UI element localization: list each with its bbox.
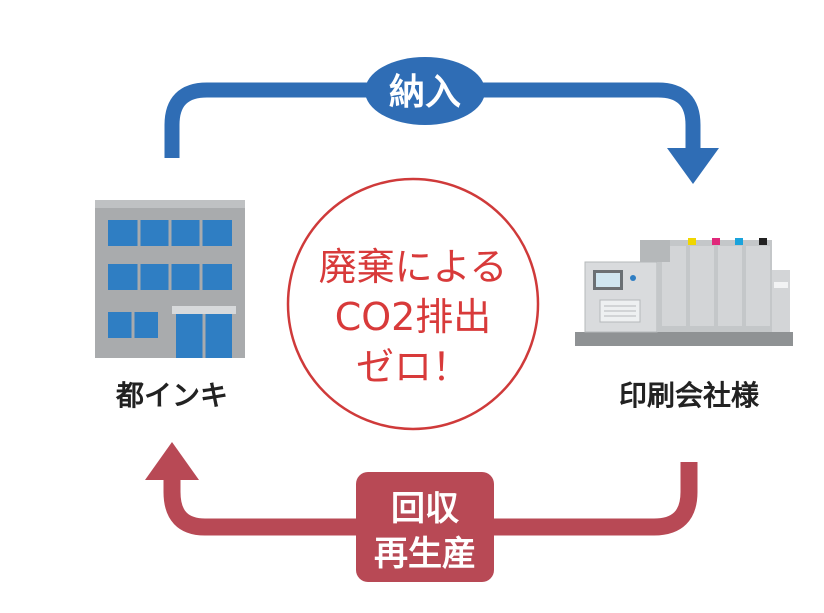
delivery-label: 納入 [389,72,461,113]
left-node-label: 都インキ [115,379,228,412]
recovery-arrowhead-icon [145,442,199,480]
delivery-label-badge: 納入 [365,57,485,125]
recovery-label-badge: 回収 再生産 [356,472,494,582]
recovery-label-line-2: 再生産 [374,534,476,574]
recovery-label-line-1: 回収 [391,489,459,529]
center-text-line-3: ゼロ！ [356,345,470,389]
center-text-line-1: 廃棄による [319,245,508,289]
right-node-label: 印刷会社様 [619,379,760,412]
office-building-icon [95,200,245,358]
center-text-line-2: CO2排出 [335,295,492,339]
delivery-arrowhead-icon [667,148,719,184]
printing-press-icon [575,238,793,346]
center-message: 廃棄による CO2排出 ゼロ！ [286,177,540,431]
